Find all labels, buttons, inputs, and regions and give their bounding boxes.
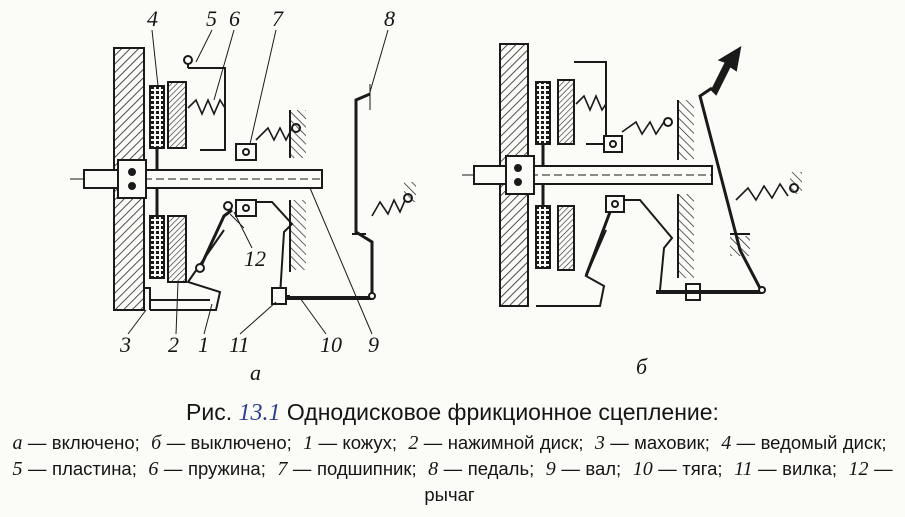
label-3: 3 xyxy=(119,332,131,357)
figure-caption: Рис. 13.1 Однодисковое фрикционное сцепл… xyxy=(0,398,905,508)
label-10: 10 xyxy=(320,332,342,357)
legend-text: вал; xyxy=(585,458,622,479)
legend-text: выключено; xyxy=(190,432,292,453)
legend-item: 7 — подшипник; xyxy=(277,458,417,480)
legend-dash: — xyxy=(418,432,448,453)
legend-dash: — xyxy=(652,458,683,479)
legend-text: подшипник; xyxy=(316,458,417,479)
legend-dash: — xyxy=(22,432,52,453)
legend-dash: — xyxy=(731,432,761,453)
legend-key: 12 xyxy=(848,458,869,480)
legend-text: педаль; xyxy=(467,458,535,479)
legend-text: нажимной диск; xyxy=(447,432,584,453)
view-b-disengaged xyxy=(462,43,802,307)
legend-key: 2 xyxy=(408,432,419,454)
legend-item: 4 — ведомый диск; xyxy=(721,432,887,454)
figure-prefix: Рис. xyxy=(186,399,233,425)
legend-item: 9 — вал; xyxy=(545,458,622,480)
label-4: 4 xyxy=(147,6,158,31)
legend-text: пружина; xyxy=(187,458,266,479)
legend-item: а — включено; xyxy=(12,432,140,454)
caption-legend: а — включено; б — выключено; 1 — кожух; … xyxy=(13,430,893,508)
label-2: 2 xyxy=(168,332,179,357)
legend-item: 8 — педаль; xyxy=(428,458,535,480)
label-12: 12 xyxy=(244,246,266,271)
label-5: 5 xyxy=(206,6,217,31)
label-8: 8 xyxy=(384,6,395,31)
caption-title: Рис. 13.1 Однодисковое фрикционное сцепл… xyxy=(0,398,905,428)
view-label-a: а xyxy=(250,360,261,385)
legend-dash: — xyxy=(438,458,468,479)
pressure-disc-lower xyxy=(167,215,187,283)
leader-lines xyxy=(127,29,389,335)
legend-text: тяга; xyxy=(682,458,723,479)
legend-item: 11 — вилка; xyxy=(734,458,838,480)
legend-key: 11 xyxy=(734,458,753,480)
driven-disc-lower xyxy=(149,215,165,279)
legend-dash: — xyxy=(313,432,343,453)
figure-number: 13.1 xyxy=(238,400,281,426)
legend-text: пластина; xyxy=(52,458,137,479)
legend-key: 1 xyxy=(303,432,314,454)
legend-item: 5 — пластина; xyxy=(12,458,137,480)
legend-key: 4 xyxy=(721,432,732,454)
label-11: 11 xyxy=(229,332,249,357)
legend-dash: — xyxy=(22,458,53,479)
legend-key: 8 xyxy=(428,458,439,480)
pedal xyxy=(354,92,374,298)
label-9: 9 xyxy=(368,332,379,357)
legend-text: включено; xyxy=(51,432,140,453)
legend-dash: — xyxy=(158,458,188,479)
legend-item: 2 — нажимной диск; xyxy=(408,432,584,454)
legend-key: б xyxy=(151,432,162,454)
legend-dash: — xyxy=(604,432,635,453)
legend-item: 12 — рычаг xyxy=(424,458,892,505)
legend-text: кожух; xyxy=(342,432,398,453)
label-6: 6 xyxy=(229,6,240,31)
legend-key: а xyxy=(12,432,23,454)
legend-item: 1 — кожух; xyxy=(303,432,398,454)
view-a-engaged xyxy=(70,47,416,311)
legend-key: 7 xyxy=(277,458,288,480)
label-1: 1 xyxy=(198,332,209,357)
driven-disc-upper xyxy=(149,85,165,149)
legend-text: вилка; xyxy=(782,458,838,479)
legend-item: 10 — тяга; xyxy=(632,458,723,480)
legend-dash: — xyxy=(868,458,893,479)
legend-key: 9 xyxy=(545,458,556,480)
legend-key: 3 xyxy=(594,432,605,454)
legend-item: 3 — маховик; xyxy=(594,432,710,454)
force-arrow-icon xyxy=(710,46,742,96)
legend-item: б — выключено; xyxy=(151,432,292,454)
figure-title: Однодисковое фрикционное сцепление: xyxy=(286,399,719,425)
pressure-disc-upper xyxy=(167,81,187,149)
part-labels: 4 5 6 7 8 3 2 1 11 10 9 12 xyxy=(119,6,395,357)
legend-key: 10 xyxy=(632,458,653,480)
legend-text: маховик; xyxy=(634,432,710,453)
view-label-b: б xyxy=(636,354,648,379)
legend-dash: — xyxy=(287,458,317,479)
label-7: 7 xyxy=(272,6,284,31)
legend-dash: — xyxy=(161,432,191,453)
legend-item: 6 — пружина; xyxy=(148,458,266,480)
legend-dash: — xyxy=(752,458,783,479)
legend-dash: — xyxy=(555,458,586,479)
clutch-diagram: 4 5 6 7 8 3 2 1 11 10 9 12 а б xyxy=(70,6,802,385)
legend-text: рычаг xyxy=(424,484,475,505)
release-lever xyxy=(198,208,233,269)
legend-key: 6 xyxy=(148,458,159,480)
legend-text: ведомый диск; xyxy=(760,432,887,453)
legend-key: 5 xyxy=(12,458,23,480)
